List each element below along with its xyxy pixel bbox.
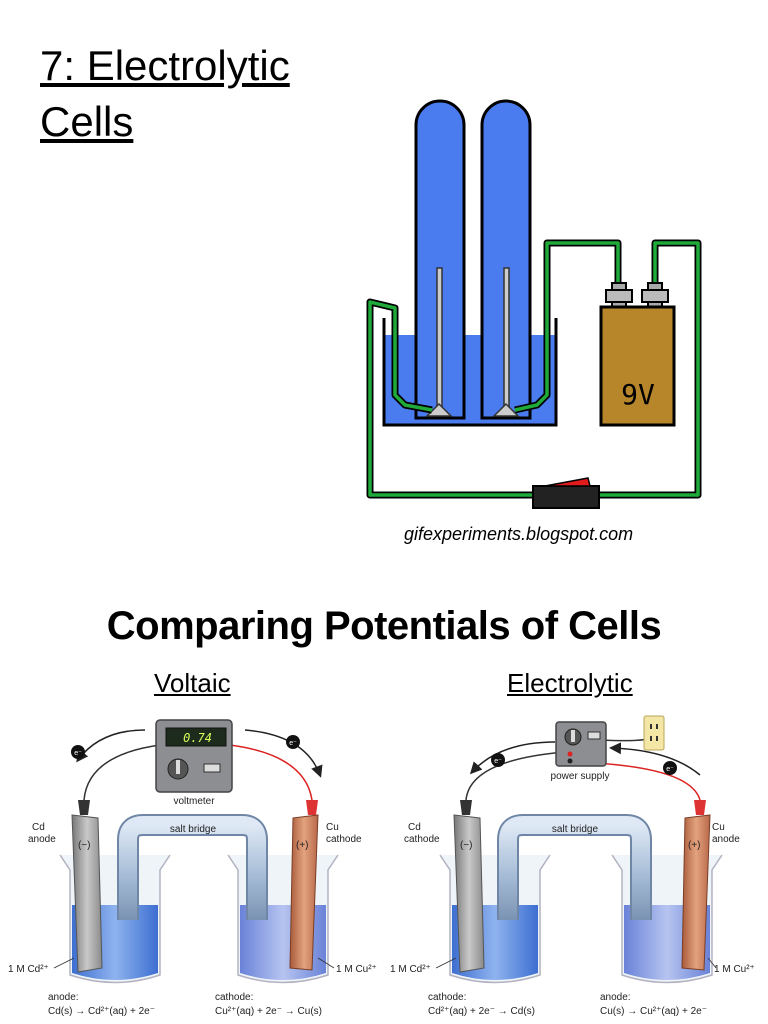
electrolytic-label: Electrolytic bbox=[507, 668, 633, 698]
voltaic-left-eq-title: anode: bbox=[48, 992, 79, 1003]
battery-label: 9V bbox=[621, 378, 655, 411]
battery-9v: 9V bbox=[599, 282, 676, 427]
switch[interactable] bbox=[532, 477, 600, 509]
electrolytic-cu-electrode bbox=[681, 814, 711, 971]
electrolytic-electron-arrow-left bbox=[469, 741, 556, 775]
electrolytic-right-element: Cu bbox=[712, 822, 725, 833]
voltaic-label: Voltaic bbox=[154, 668, 231, 698]
voltaic-left-sign: (−) bbox=[78, 840, 91, 851]
electrolytic-electron-arrow-right bbox=[609, 742, 701, 776]
electrolytic-electron-left: e⁻ bbox=[491, 753, 505, 767]
voltmeter-reading: 0.74 bbox=[183, 731, 212, 745]
electrolytic-cd-electrode bbox=[453, 814, 485, 973]
power-supply-label: power supply bbox=[551, 771, 610, 782]
power-supply bbox=[555, 721, 607, 767]
electrolytic-black-wire bbox=[465, 751, 566, 801]
electrolytic-right-role: anode bbox=[712, 834, 740, 845]
electrode-right bbox=[492, 267, 520, 417]
voltaic-electron-arrow-right bbox=[244, 729, 323, 778]
voltaic-electron-right: e⁻ bbox=[286, 735, 300, 749]
voltaic-red-wire bbox=[229, 744, 313, 801]
electrolytic-right-clip bbox=[694, 800, 706, 815]
circuit-wires bbox=[366, 239, 702, 499]
electrolytic-right-eq: Cu(s) → Cu²⁺(aq) + 2e⁻ bbox=[600, 1006, 707, 1017]
electrolytic-left-clip bbox=[460, 800, 472, 815]
electrolytic-left-eq: Cd²⁺(aq) + 2e⁻ → Cd(s) bbox=[428, 1006, 535, 1017]
voltaic-electron-left: e⁻ bbox=[71, 745, 85, 759]
electrolytic-right-sign: (+) bbox=[688, 840, 701, 851]
electrolytic-left-role: cathode bbox=[404, 834, 440, 845]
test-tube-left bbox=[414, 99, 466, 420]
electrolytic-left-solution: 1 M Cd²⁺ bbox=[390, 964, 431, 975]
slide-title: 7: Electrolytic Cells bbox=[40, 38, 290, 150]
svg-text:e⁻: e⁻ bbox=[666, 766, 674, 773]
title-line-2: Cells bbox=[40, 98, 134, 145]
electrode-left bbox=[425, 267, 453, 417]
voltaic-left-clip bbox=[78, 800, 90, 815]
voltaic-cd-electrode bbox=[71, 814, 103, 973]
electrolysis-apparatus-diagram: 9V bbox=[366, 99, 702, 509]
voltaic-cell: salt bridge (−) (+) e⁻ e⁻ 0.74 bbox=[8, 719, 377, 1017]
voltaic-left-role: anode bbox=[28, 834, 56, 845]
test-tube-right bbox=[480, 99, 532, 420]
electrolytic-left-sign: (−) bbox=[460, 840, 473, 851]
voltaic-left-solution: 1 M Cd²⁺ bbox=[8, 964, 49, 975]
electrolytic-electron-right: e⁻ bbox=[663, 761, 677, 775]
comparison-heading: Comparing Potentials of Cells bbox=[106, 604, 662, 648]
voltaic-right-solution: 1 M Cu²⁺ bbox=[336, 964, 377, 975]
voltaic-left-eq: Cd(s) → Cd²⁺(aq) + 2e⁻ bbox=[48, 1006, 155, 1017]
voltaic-black-wire bbox=[83, 744, 161, 801]
electrolytic-left-element: Cd bbox=[408, 822, 421, 833]
image-credit: gifexperiments.blogspot.com bbox=[404, 524, 634, 544]
title-line-1: 7: Electrolytic bbox=[40, 42, 290, 89]
voltmeter: 0.74 bbox=[155, 719, 233, 793]
voltaic-right-role: cathode bbox=[326, 834, 362, 845]
voltaic-right-beaker bbox=[227, 854, 339, 984]
voltaic-left-element: Cd bbox=[32, 822, 45, 833]
electrolytic-bridge-label: salt bridge bbox=[552, 824, 599, 835]
electrolytic-cell: salt bridge (−) (+) e⁻ e⁻ powe bbox=[390, 715, 755, 1017]
beaker-outline bbox=[382, 318, 558, 427]
voltaic-right-clip bbox=[306, 800, 318, 815]
electrolytic-right-eq-title: anode: bbox=[600, 992, 631, 1003]
electrolytic-left-eq-title: cathode: bbox=[428, 992, 466, 1003]
voltaic-bridge-label: salt bridge bbox=[170, 824, 217, 835]
wall-outlet-icon bbox=[643, 715, 665, 751]
voltaic-right-sign: (+) bbox=[296, 840, 309, 851]
electrolytic-right-solution: 1 M Cu²⁺ bbox=[714, 964, 755, 975]
voltaic-electron-arrow-left bbox=[76, 729, 146, 763]
voltmeter-label: voltmeter bbox=[173, 796, 215, 807]
voltaic-right-element: Cu bbox=[326, 822, 339, 833]
svg-text:e⁻: e⁻ bbox=[494, 758, 502, 765]
voltaic-right-eq-title: cathode: bbox=[215, 992, 253, 1003]
svg-text:e⁻: e⁻ bbox=[74, 750, 82, 757]
voltaic-cu-electrode bbox=[289, 814, 319, 971]
svg-text:e⁻: e⁻ bbox=[289, 740, 297, 747]
voltaic-right-eq: Cu²⁺(aq) + 2e⁻ → Cu(s) bbox=[215, 1006, 322, 1017]
